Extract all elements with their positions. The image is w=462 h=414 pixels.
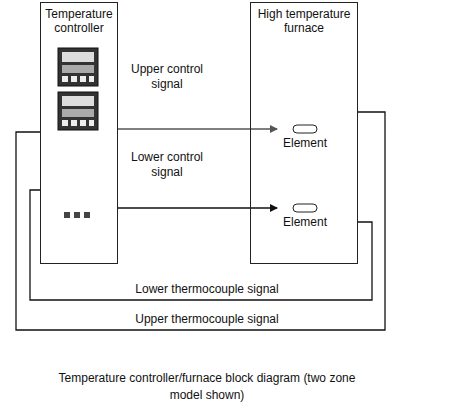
signal-line [118, 128, 277, 129]
signal-label: Lower thermocouple signal [60, 282, 354, 297]
node-label: Temperature controller [41, 7, 117, 35]
node-label: Element [277, 136, 333, 150]
furnace-box: High temperature furnaceElementElement [250, 2, 358, 264]
heating-element: Element [277, 122, 333, 150]
signal-label: Upper control signal [128, 62, 206, 92]
controller-panel [58, 48, 98, 86]
signal-line [118, 207, 277, 208]
figure-caption: Temperature controller/furnace block dia… [55, 370, 359, 404]
signal-label: Upper thermocouple signal [60, 312, 354, 327]
indicator-lights [64, 212, 90, 218]
signal-line [30, 190, 372, 300]
signal-label: Lower control signal [128, 150, 206, 180]
controller-panel [58, 92, 98, 130]
controller-box: Temperature controller [40, 2, 118, 264]
node-label: Element [277, 215, 333, 229]
element-symbol [292, 122, 318, 136]
element-symbol [292, 201, 318, 215]
node-label: High temperature furnace [251, 7, 357, 35]
heating-element: Element [277, 201, 333, 229]
signal-line [16, 112, 385, 330]
